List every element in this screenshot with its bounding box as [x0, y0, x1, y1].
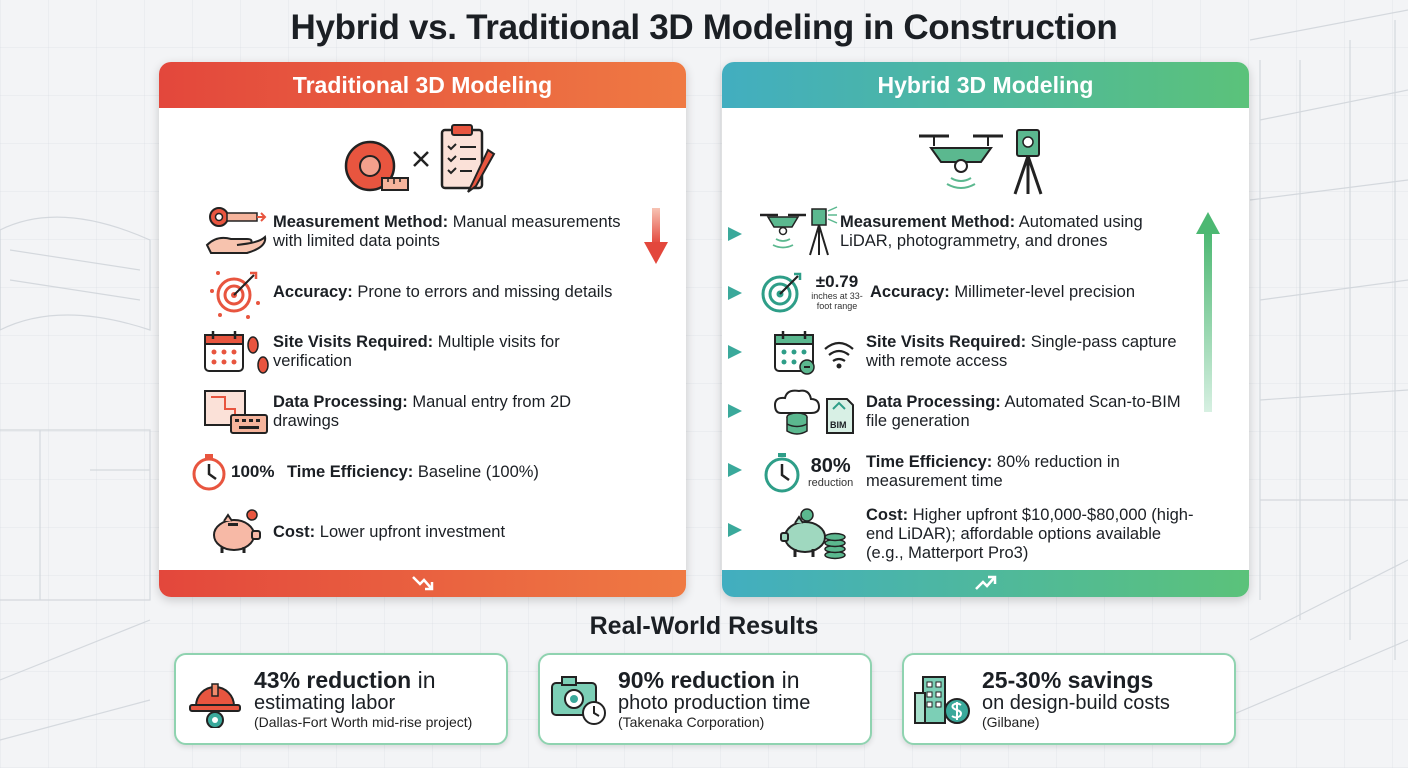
hybrid-footer — [722, 570, 1249, 597]
row-text: Single-pass capture with remote access — [866, 333, 1177, 370]
row-label: Accuracy: — [273, 282, 353, 301]
target-hit-icon — [761, 272, 802, 313]
traditional-header: Traditional 3D Modeling — [159, 62, 686, 108]
result-description: photo production time — [618, 691, 811, 714]
result-headline: 43% reduction — [254, 666, 412, 693]
row-text: Manual entry from 2D drawings — [273, 393, 572, 430]
piggy-bank-coins-icon — [780, 508, 846, 560]
time-badge-sub: reduction — [808, 477, 854, 489]
hard-hat-gear-icon — [189, 683, 241, 728]
piggy-bank-icon — [213, 509, 261, 553]
row-label: Data Processing: — [273, 393, 408, 411]
row-label: Cost: — [273, 522, 316, 541]
row-label: Time Efficiency: — [866, 453, 993, 471]
result-description: on design-build costs — [982, 691, 1170, 714]
row-label: Accuracy: — [870, 282, 950, 301]
cloud-database-bim-icon — [773, 389, 854, 435]
hybrid-row-site-visits: Site Visits Required: Single-pass captur… — [762, 322, 1196, 382]
result-source: (Dallas-Fort Worth mid-rise project) — [254, 713, 473, 730]
building-dollar-icon — [914, 676, 970, 724]
result-card-labor: 43% reduction in estimating labor (Dalla… — [174, 653, 508, 745]
calendar-footprints-icon — [204, 331, 269, 374]
time-badge: 100% — [231, 462, 275, 481]
result-source: (Gilbane) — [982, 713, 1040, 730]
hybrid-header: Hybrid 3D Modeling — [722, 62, 1249, 108]
row-text: Millimeter-level precision — [954, 282, 1136, 301]
hybrid-row-measurement: Measurement Method: Automated using LiDA… — [756, 202, 1170, 262]
traditional-hero-icons — [159, 122, 686, 205]
row-label: Time Efficiency: — [287, 462, 414, 481]
trend-up-icon — [974, 575, 996, 590]
page-title: Hybrid vs. Traditional 3D Modeling in Co… — [290, 8, 1118, 47]
hybrid-row-accuracy: ±0.79 inches at 33-foot range Accuracy: … — [760, 262, 1190, 322]
result-description: estimating labor — [254, 691, 396, 714]
hybrid-row-cost: Cost: Higher upfront $10,000-$80,000 (hi… — [762, 504, 1196, 564]
result-card-costs: 25-30% savings on design-build costs (Gi… — [902, 653, 1236, 745]
hand-measure-icon — [205, 207, 267, 254]
row-label: Site Visits Required: — [866, 333, 1027, 351]
row-text: Automated using LiDAR, photogrammetry, a… — [840, 213, 1143, 250]
row-text: Multiple visits for verification — [273, 333, 560, 370]
tape-measure-clipboard-icon — [344, 124, 495, 193]
accuracy-badge-sub: inches at 33-foot range — [811, 291, 863, 311]
row-label: Measurement Method: — [840, 213, 1016, 231]
traditional-panel: Traditional 3D Modeling Measurement Meth — [159, 62, 686, 597]
traditional-row-data-processing: Data Processing: Manual entry from 2D dr… — [199, 382, 633, 442]
traditional-row-measurement: Measurement Method: Manual measurements … — [199, 202, 633, 262]
bim-badge: BIM — [830, 420, 847, 430]
stopwatch-icon — [764, 453, 800, 493]
row-text: Lower upfront investment — [319, 522, 506, 541]
row-text: Manual measurements with limited data po… — [273, 213, 621, 250]
result-card-photo: 90% reduction in photo production time (… — [538, 653, 872, 745]
row-label: Site Visits Required: — [273, 333, 434, 351]
row-label: Cost: — [866, 505, 909, 524]
row-text: Automated Scan-to-BIM file generation — [866, 393, 1181, 430]
traditional-row-cost: Cost: Lower upfront investment — [199, 502, 633, 562]
result-headline-rest: in — [775, 666, 800, 693]
camera-clock-icon — [551, 676, 606, 725]
target-icon — [210, 271, 260, 319]
calendar-wifi-icon — [774, 331, 854, 375]
trend-down-icon — [411, 576, 433, 591]
row-text: 80% reduction in measurement time — [866, 453, 1120, 490]
blueprint-keyboard-icon — [204, 390, 268, 434]
hybrid-hero-icons — [722, 122, 1249, 205]
result-headline: 90% reduction — [618, 666, 776, 693]
drone-scanner-icon — [918, 129, 1042, 195]
hybrid-row-time: 80% reduction Time Efficiency: 80% reduc… — [762, 442, 1196, 502]
traditional-row-accuracy: Accuracy: Prone to errors and missing de… — [199, 262, 633, 322]
results-title: Real-World Results — [589, 612, 819, 640]
row-text: Baseline (100%) — [417, 462, 539, 481]
row-label: Measurement Method: — [273, 213, 449, 231]
row-text: Prone to errors and missing details — [357, 282, 613, 301]
drone-lidar-icon — [760, 206, 838, 256]
traditional-row-time: 100% Time Efficiency: Baseline (100%) — [191, 442, 627, 502]
result-headline-rest: in — [411, 666, 436, 693]
traditional-footer — [159, 570, 686, 597]
hybrid-panel: Hybrid 3D Modeling Measurement M — [722, 62, 1249, 597]
hybrid-row-data-processing: BIM Data Processing: Automated Scan-to-B… — [762, 382, 1196, 442]
time-badge: 80% — [810, 455, 851, 477]
clock-icon — [192, 454, 226, 491]
result-headline: 25-30% savings — [982, 666, 1154, 693]
accuracy-badge: ±0.79 — [815, 272, 859, 291]
traditional-row-site-visits: Site Visits Required: Multiple visits fo… — [199, 322, 633, 382]
row-label: Data Processing: — [866, 393, 1001, 411]
result-source: (Takenaka Corporation) — [618, 713, 765, 730]
row-text: Higher upfront $10,000-$80,000 (high-end… — [866, 505, 1194, 562]
